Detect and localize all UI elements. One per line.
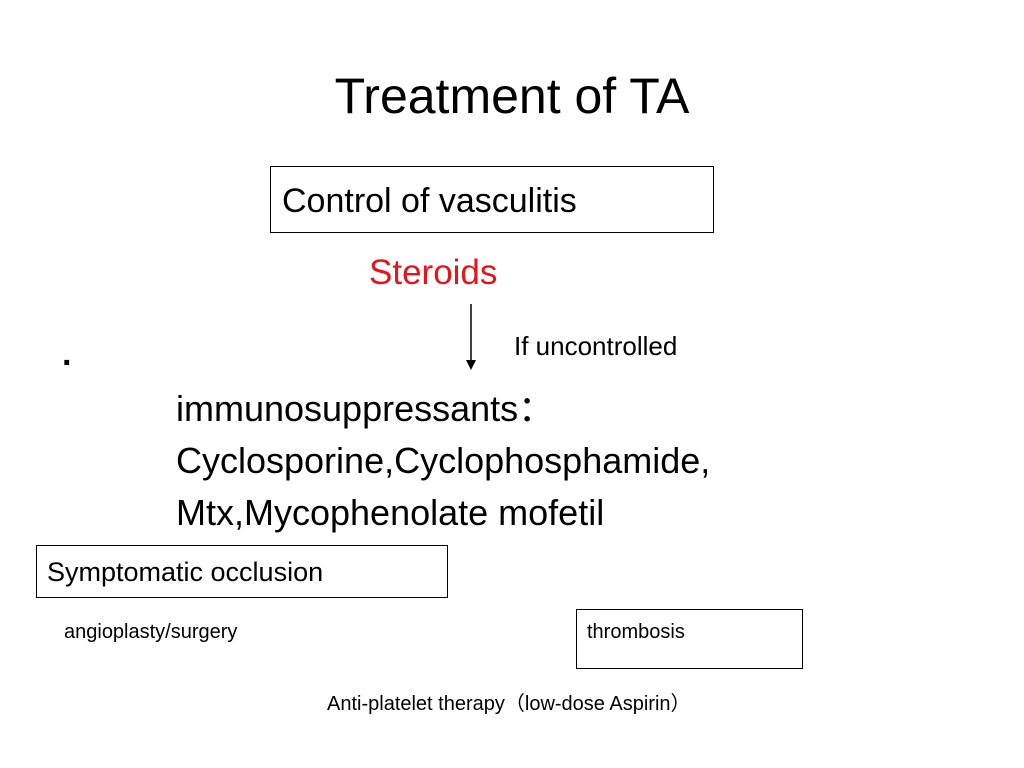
immunosuppressants-line-1: immunosuppressants： bbox=[176, 388, 555, 429]
steroids-label: Steroids bbox=[369, 253, 498, 292]
thrombosis-box: thrombosis bbox=[576, 609, 803, 669]
if-uncontrolled-label: If uncontrolled bbox=[514, 331, 678, 361]
immunosuppressants-block: immunosuppressants： Cyclosporine,Cycloph… bbox=[176, 383, 710, 539]
immunosuppressants-line-3: Mtx,Mycophenolate mofetil bbox=[176, 492, 605, 533]
immunosuppressants-line-2: Cyclosporine,Cyclophosphamide, bbox=[176, 440, 711, 481]
angioplasty-surgery-label: angioplasty/surgery bbox=[64, 621, 238, 643]
symptomatic-occlusion-label: Symptomatic occlusion bbox=[47, 557, 324, 587]
control-of-vasculitis-label: Control of vasculitis bbox=[282, 182, 577, 220]
antiplatelet-therapy-label: Anti-platelet therapy（low-dose Aspirin） bbox=[327, 693, 691, 715]
symptomatic-occlusion-box: Symptomatic occlusion bbox=[36, 545, 448, 598]
thrombosis-label: thrombosis bbox=[587, 621, 685, 643]
slide-title: Treatment of TA bbox=[334, 68, 690, 124]
down-arrow-icon bbox=[466, 304, 476, 370]
bullet-mark: · bbox=[62, 344, 74, 382]
control-of-vasculitis-box: Control of vasculitis bbox=[270, 166, 714, 233]
